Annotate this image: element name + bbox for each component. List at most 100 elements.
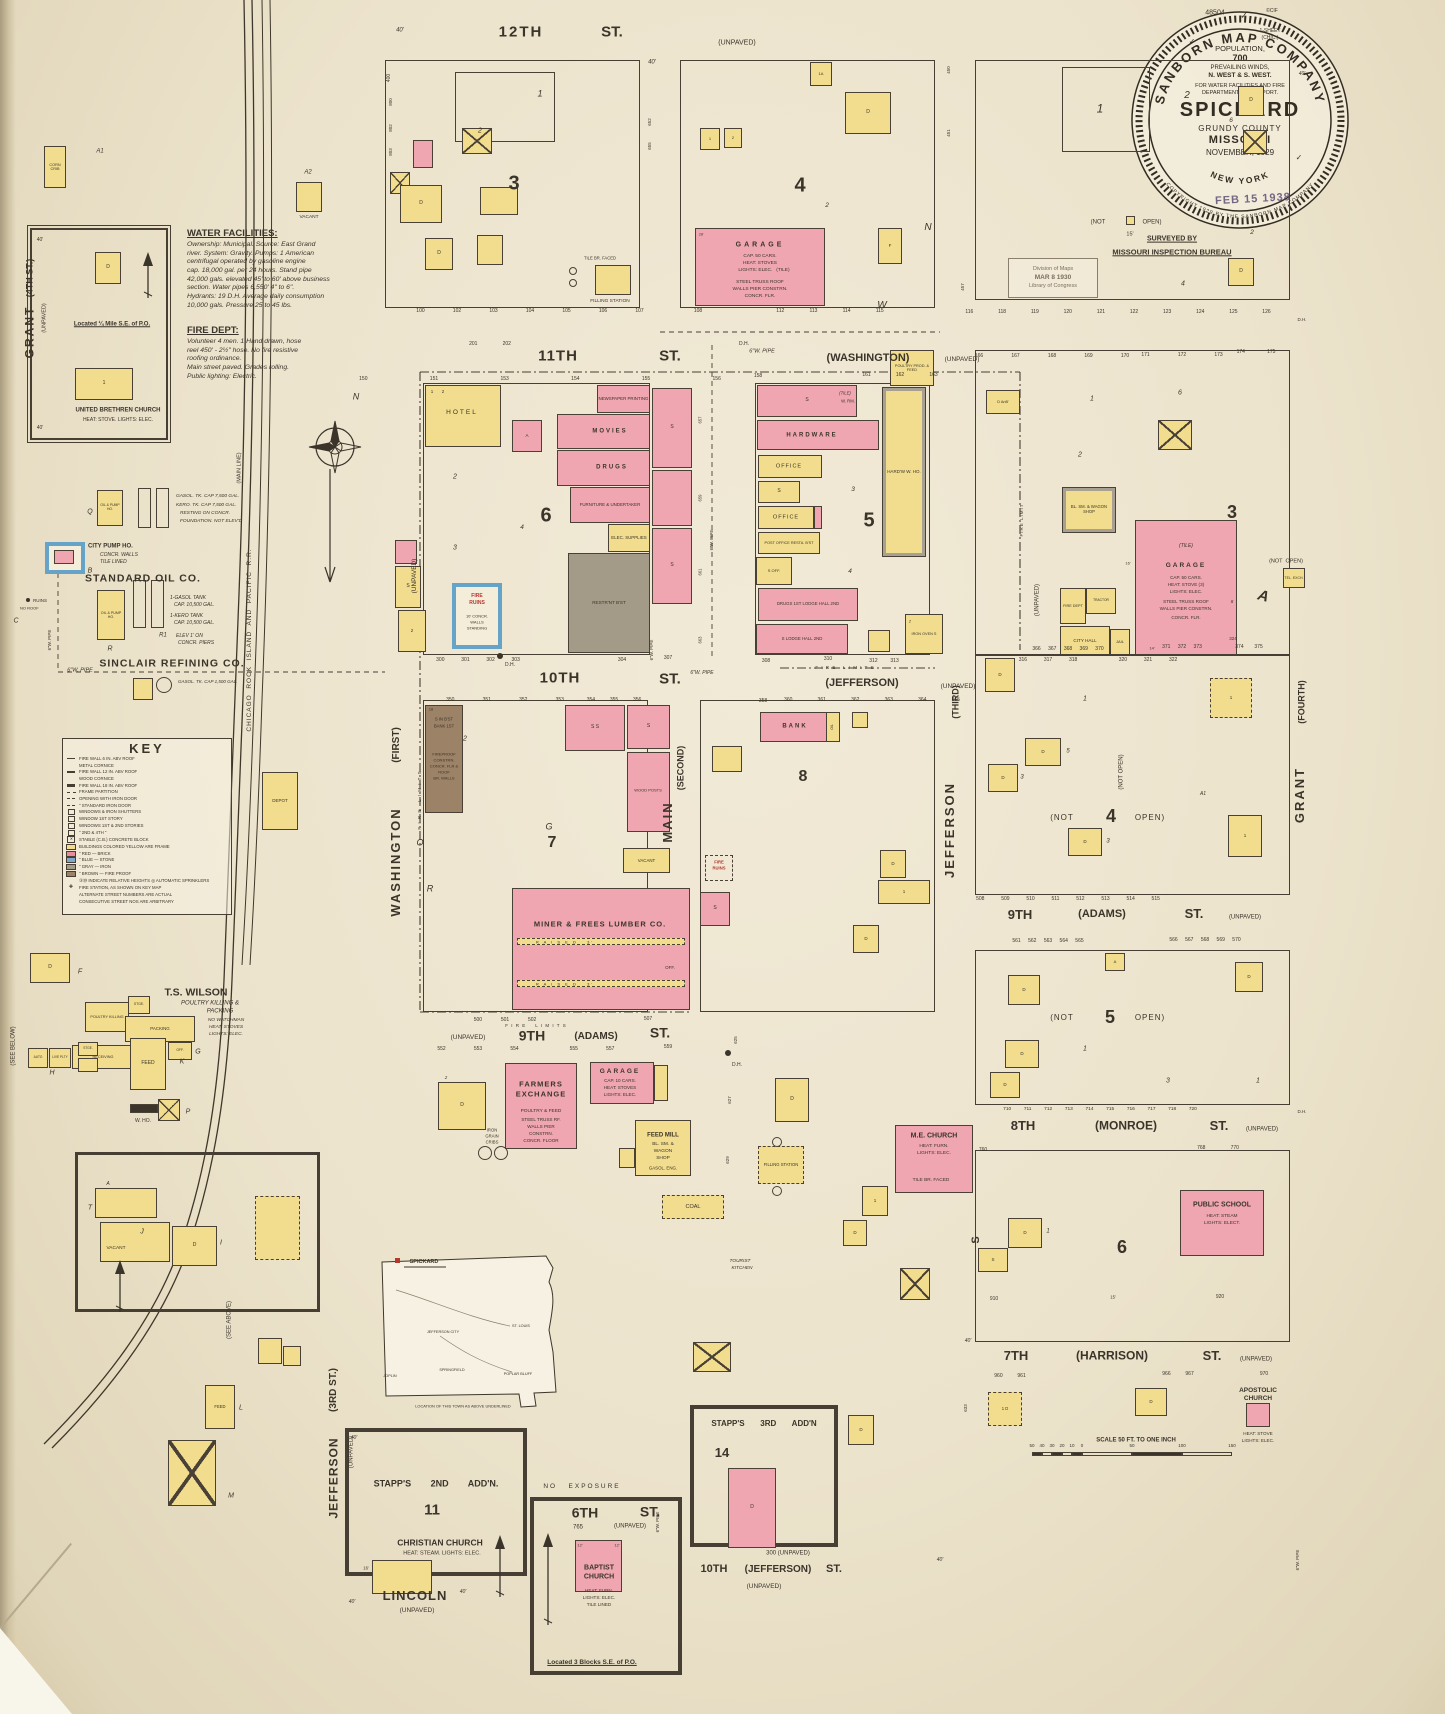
key-symbol: [66, 857, 76, 864]
building-label: D: [1239, 268, 1243, 275]
map-text: 16': [1125, 560, 1131, 566]
building: 1 D: [988, 1392, 1022, 1426]
building: [1062, 1452, 1072, 1456]
office-2: [758, 506, 814, 529]
street-label: (3RD ST.): [327, 1368, 339, 1412]
tank-circle: [772, 1186, 782, 1196]
seal-population-label: POPULATION,: [1215, 44, 1265, 53]
building-label: D: [1249, 97, 1253, 104]
map-text: 659: [697, 494, 703, 502]
building: 2: [398, 610, 426, 652]
building-label: D: [1020, 1051, 1024, 1057]
map-text: D.H.: [505, 661, 515, 668]
map-text: 360 361 362 363 364 365: [784, 696, 960, 703]
building: D: [1005, 1040, 1039, 1068]
map-text: 40': [348, 1598, 356, 1605]
inset-state-map: [381, 1255, 557, 1408]
map-text: 3: [1020, 774, 1024, 781]
building-label: D: [1247, 974, 1251, 980]
building-label: OIL & PUMP HO.: [100, 503, 120, 511]
key-symbol: [66, 816, 76, 823]
building: TEL. EXCH.: [1283, 568, 1305, 588]
map-text: PACKING: [206, 1008, 234, 1015]
block-outline: [975, 1150, 1290, 1342]
map-text: ROOF: [438, 769, 450, 775]
map-text: 450: [946, 66, 952, 74]
building-label: CORN CRIB: [49, 162, 61, 171]
map-text: WOOD POSTS: [634, 787, 662, 793]
map-text: L: [239, 1404, 243, 1412]
map-text: 40': [36, 236, 44, 243]
map-text: HEAT: FURN.: [585, 1588, 613, 1594]
map-text: HEAT: FURN.: [919, 1144, 949, 1150]
map-text: 1: [1083, 1045, 1087, 1053]
map-text: 150: [1228, 1443, 1236, 1449]
tank-circle: [494, 1146, 508, 1160]
building: D: [853, 925, 879, 953]
building: S OFF.: [756, 557, 792, 585]
map-text: POULTRY KILLING &: [181, 1000, 239, 1007]
map-text: FIRE LIMIT: [1019, 503, 1025, 537]
map-text: 316 317 318: [1018, 656, 1078, 663]
building: [1032, 1452, 1042, 1456]
map-text: BAPTIST: [584, 1564, 614, 1572]
street-label: 5: [863, 509, 875, 532]
map-text: 663: [697, 636, 703, 644]
building: S: [758, 481, 800, 503]
map-text: FIRE: [471, 592, 483, 599]
building: [151, 580, 164, 628]
building-label: 1 D: [1001, 1405, 1009, 1411]
map-text: 4: [848, 567, 852, 575]
building: [1126, 216, 1135, 225]
map-text: (UNPAVED): [410, 558, 418, 594]
building-label: FEED: [141, 1060, 155, 1067]
map-text: 201 202: [469, 340, 511, 347]
map-text: W. RM.: [841, 398, 855, 404]
map-text: 3: [1106, 838, 1110, 845]
street-label: STANDARD OIL CO.: [85, 572, 201, 585]
key-text: " STANDARD IRON DOOR: [79, 802, 132, 808]
map-text: TILE LINED: [100, 558, 127, 565]
building: A: [1105, 953, 1125, 971]
fire-ruins-2: [705, 855, 733, 881]
building: [462, 128, 492, 154]
lodge-hall: S LODGE HALL 2ND: [756, 624, 848, 654]
map-text: 310: [823, 655, 833, 662]
map-text: 2: [441, 389, 445, 395]
map-text: 1: [1046, 1228, 1050, 1235]
inset-city-label: ST. LOUIS: [512, 1324, 530, 1328]
map-text: STEEL TRUSS ROOF: [1163, 599, 1209, 605]
map-text: (4TH ST.): [24, 258, 35, 298]
building-label: S: [991, 1257, 995, 1263]
key-text: WOOD CORNICE: [79, 775, 114, 781]
map-text: 765: [572, 1524, 584, 1531]
library-of-congress-stamp: Division of Maps MAR 8 1930 Library of C…: [1008, 258, 1098, 298]
map-text: FARMERS: [519, 1079, 563, 1089]
building-label: 2: [410, 628, 414, 634]
building: 1: [1210, 678, 1252, 718]
map-text: 4: [520, 523, 524, 531]
map-text: POULTRY & FEED: [520, 1109, 562, 1115]
key-row: BUILDINGS COLORED YELLOW ARE FRAME: [66, 843, 228, 851]
building-label: D: [853, 1230, 857, 1236]
building-label: S: [406, 583, 410, 590]
map-text: F I R E L I M I T S: [815, 665, 875, 671]
map-text: 18: [698, 231, 704, 237]
building: D: [438, 1082, 486, 1130]
railroad-depot: DEPOT: [262, 772, 298, 830]
building-label: S: [805, 397, 809, 404]
map-text: (UNPAVED): [41, 303, 48, 333]
building: S: [652, 388, 692, 468]
map-text: CONSTRN.: [433, 757, 455, 763]
building: S: [395, 566, 421, 608]
map-text: 40': [936, 1556, 944, 1563]
map-text: 2: [453, 473, 457, 481]
map-text: A: [106, 1180, 110, 1187]
map-text: 561 562 563 564 565: [1012, 937, 1084, 944]
stapps-2nd-addition: [345, 1428, 527, 1576]
map-text: WALLS PIER CONSTRN.: [732, 287, 788, 293]
building-label: S OFF.: [767, 567, 781, 573]
loc-line2: MAR 8 1930: [1034, 274, 1072, 282]
map-text: P: [185, 1108, 191, 1116]
street-label: WASHINGTON: [387, 807, 403, 917]
